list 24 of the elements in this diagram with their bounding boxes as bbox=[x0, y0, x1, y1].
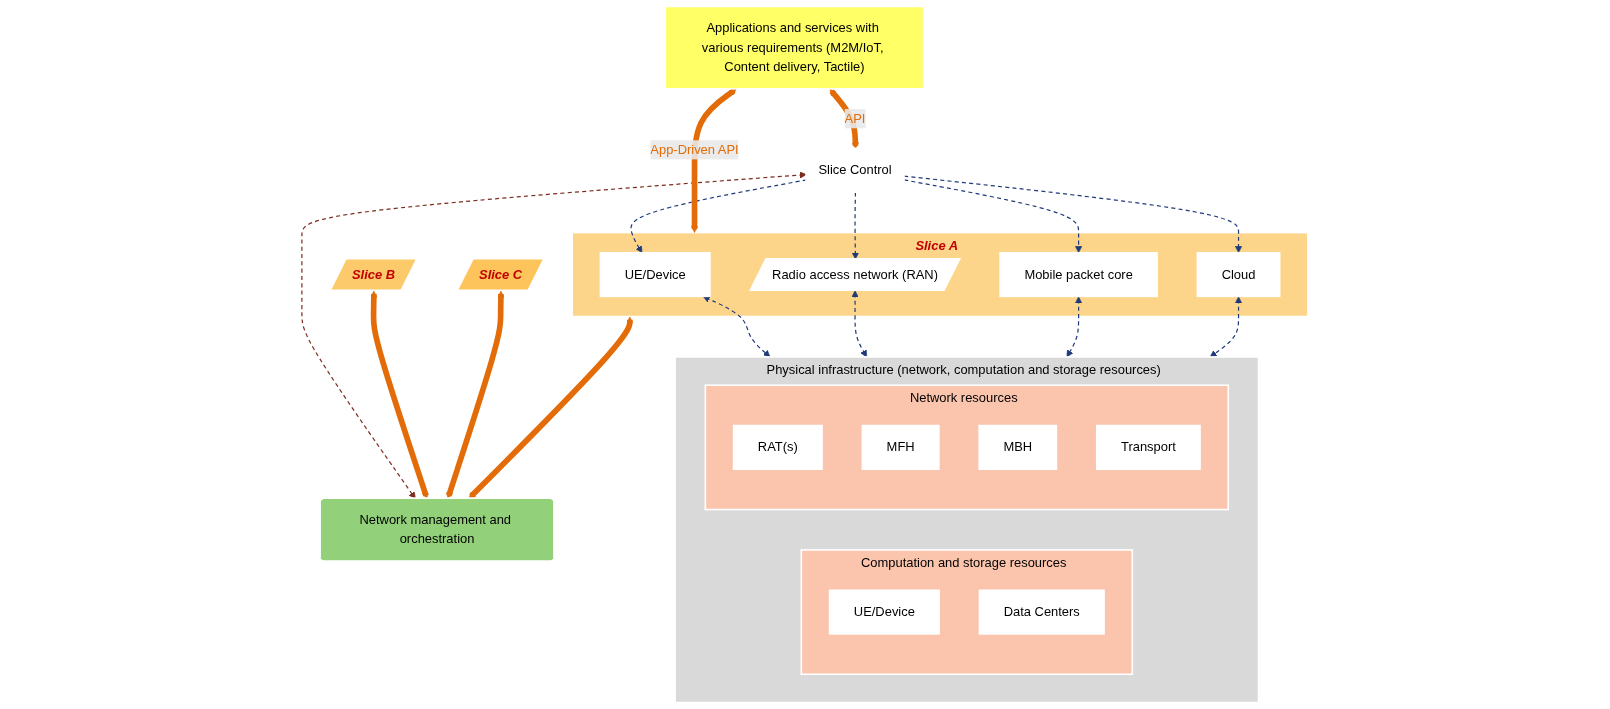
node-box: Cloud bbox=[1196, 251, 1281, 298]
arrow bbox=[691, 88, 737, 233]
arrow bbox=[468, 316, 634, 499]
node-box: MFH bbox=[861, 424, 940, 470]
arrow bbox=[1209, 296, 1243, 358]
node-box: Applications and services with various requirements (M2M/IoT, Content delivery, Tactile) bbox=[664, 5, 925, 90]
arrow bbox=[301, 171, 807, 499]
edge-label: API bbox=[844, 111, 866, 126]
arrow bbox=[702, 295, 771, 358]
arrow bbox=[903, 179, 1083, 254]
arrow bbox=[370, 290, 429, 499]
node-box: Mobile packet core bbox=[999, 251, 1158, 298]
node-box: Transport bbox=[1096, 424, 1201, 470]
node-box: Data Centers bbox=[978, 589, 1105, 635]
arrow bbox=[903, 175, 1243, 254]
node-box: UE/Device bbox=[828, 589, 940, 635]
node-text: Slice Control bbox=[818, 163, 892, 177]
arrow bbox=[851, 290, 868, 358]
node-box: UE/Device bbox=[599, 251, 711, 298]
node-box: MBH bbox=[978, 424, 1058, 470]
node-box: RAT(s) bbox=[732, 424, 823, 470]
edge-label: App-Driven API bbox=[650, 142, 739, 157]
arrow bbox=[446, 290, 505, 499]
arrow bbox=[1066, 296, 1083, 358]
